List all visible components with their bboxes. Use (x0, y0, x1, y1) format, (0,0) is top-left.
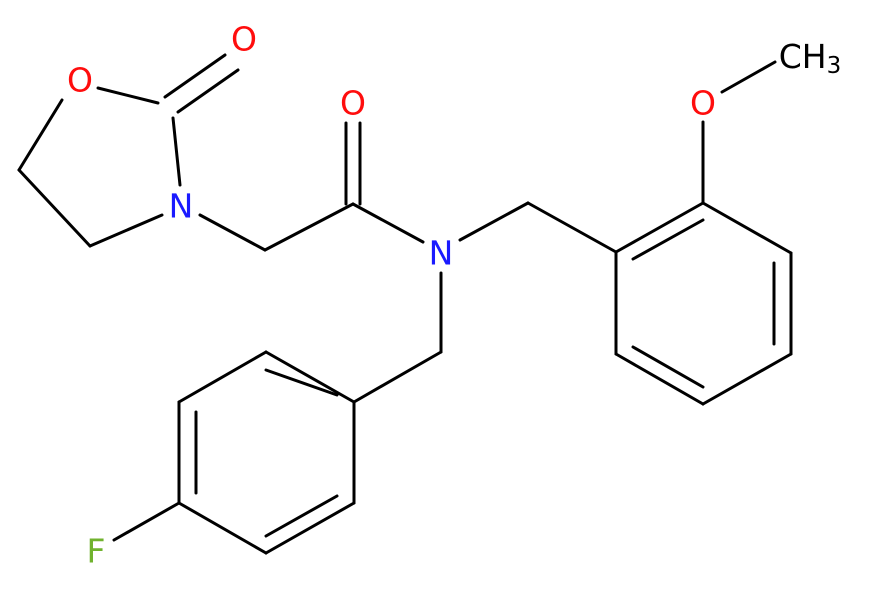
bond-ch2-ring-ch2-ring (17, 168, 92, 248)
bond-ring3-inner-ab (264, 368, 339, 397)
bond-c-carbonyl-o-double-2 (176, 68, 240, 114)
bond-ring2-a-b (614, 201, 705, 254)
atom-ch3-methyl: CH3 (779, 37, 842, 80)
bond-ring3-b-c (177, 350, 268, 404)
bond-ring2-b-c (701, 201, 793, 255)
atom-n-amide: N (429, 234, 454, 273)
bond-ring2-inner-ef (631, 345, 705, 389)
bond-ring3-a-b (264, 350, 356, 404)
bond-c-amide-n-amide (351, 202, 425, 244)
bond-ring3-e-f (264, 501, 356, 555)
bond-ring3-f (112, 501, 181, 542)
atom-n-ring: N (169, 187, 194, 226)
atom-fluorine: F (87, 532, 106, 571)
bond-n-amide-ch2-right (458, 201, 530, 242)
bond-ch2-right-ring (526, 201, 618, 254)
bond-ch2-link-c-amide (263, 202, 355, 252)
bond-c-carbonyl-o-double-1 (163, 53, 227, 99)
bond-o-methoxy-ch3 (720, 60, 777, 94)
bond-ch2-down-ring (352, 350, 443, 404)
atom-o-amide: O (340, 84, 366, 123)
bond-n-ring-ch2-link (198, 213, 267, 252)
bond-ring2-inner-ab (631, 218, 705, 261)
ch3-subscript: 3 (827, 53, 842, 79)
bond-o1-c-ring (96, 86, 160, 105)
atom-o-ring: O (67, 61, 93, 100)
ch3-main-text: CH (779, 37, 827, 76)
bond-ring3-inner-ef (264, 494, 339, 538)
bond-n-ring-ch2-ring (88, 213, 164, 248)
bond-ring3-d-e (177, 501, 268, 555)
bond-ch2-ring-o-ring (17, 98, 64, 172)
bond-c-carbonyl-n-ring (171, 116, 182, 187)
bonds-group (17, 53, 793, 555)
atom-o-methoxy: O (690, 84, 716, 123)
bond-ring2-e-f (614, 352, 705, 406)
bond-ring2-d-e (701, 352, 793, 406)
atom-o-ring-carbonyl: O (231, 20, 257, 59)
atom-labels-group: O O N O N O CH3 F (67, 20, 841, 571)
